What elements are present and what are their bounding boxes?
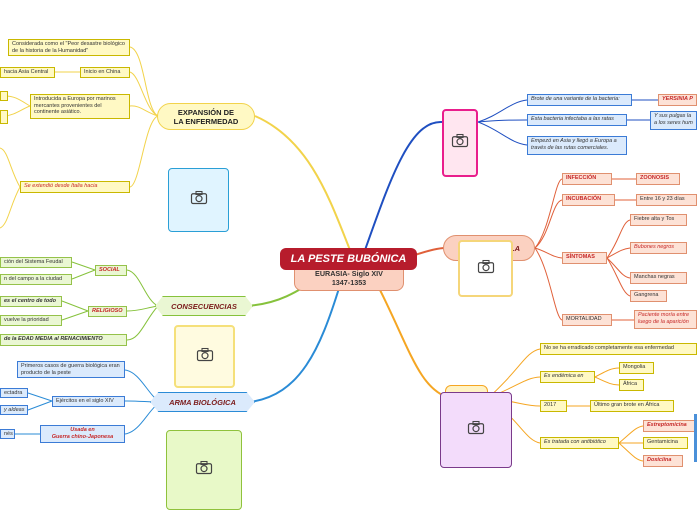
camera-icon <box>451 133 469 153</box>
edad-media-node[interactable]: de la EDAD MEDIA al RENACIMIENTO <box>0 334 127 346</box>
social-item-2[interactable]: n del campo a la ciudad <box>0 274 72 285</box>
usada-line2: Guerra chino-Japonesa <box>51 433 114 440</box>
usada-line1: Usada en <box>70 427 95 433</box>
pulgas-node[interactable]: Y sus pulgas la a los seres hum <box>650 111 697 130</box>
topic-arma-biologica[interactable]: ARMA BIOLÓGICA <box>150 392 255 412</box>
ejercitos-node[interactable]: Ejércitos en el siglo XIV <box>52 396 125 407</box>
ejercitos-item-1[interactable]: ectadra <box>0 388 28 398</box>
camera-icon <box>467 420 485 440</box>
religioso-node[interactable]: RELIGIOSO <box>88 306 127 317</box>
mortalidad-node[interactable]: MORTALIDAD <box>562 314 612 326</box>
stub-node-1[interactable] <box>0 91 8 101</box>
expansion-title-line2: LA ENFERMEDAD <box>173 116 239 126</box>
topic-consecuencias[interactable]: CONSECUENCIAS <box>155 296 253 316</box>
camera-icon <box>477 259 495 279</box>
primeros-node[interactable]: Primeros casos de guerra biológica eran … <box>17 361 125 378</box>
camera-icon <box>190 190 208 210</box>
mongolia-node[interactable]: Mongolia <box>619 362 654 374</box>
center-subtitle: EURASIA- Siglo XIV 1347-1353 <box>294 266 404 291</box>
year-2017-node[interactable]: 2017 <box>540 400 567 412</box>
nes-node[interactable]: nés <box>0 429 15 439</box>
brote-node[interactable]: Brote de una variante de la bacteria: <box>527 94 632 106</box>
image-placeholder-expansion[interactable] <box>168 168 229 232</box>
sintoma-2[interactable]: Bubones negros <box>630 242 687 254</box>
image-placeholder-origen[interactable] <box>442 109 478 177</box>
religioso-item-2[interactable]: vuelve la prioridad <box>0 315 62 326</box>
religioso-item-1[interactable]: es el centro de todo <box>0 296 62 307</box>
hacia-asia-node[interactable]: hacia Asia Central <box>0 67 55 78</box>
image-placeholder-consecuencias[interactable] <box>174 325 235 388</box>
usada-node[interactable]: Usada en Guerra chino-Japonesa <box>40 425 125 443</box>
center-subtitle-line2: 1347-1353 <box>331 277 367 287</box>
introducida-node[interactable]: Introducida a Europa por marinos mercant… <box>30 94 130 119</box>
tratada-node[interactable]: Es tratada con antibiótico <box>540 437 619 449</box>
sintomas-node[interactable]: SÍNTOMAS <box>562 252 607 264</box>
antibiotico-3[interactable]: Doxiciina <box>643 455 683 467</box>
incubacion-node[interactable]: INCUBACIÓN <box>562 194 615 206</box>
endemica-node[interactable]: Es endémica en <box>540 371 595 383</box>
sintoma-3[interactable]: Manchas negras <box>630 272 687 284</box>
erradicado-node[interactable]: No se ha erradicado completamente esa en… <box>540 343 697 355</box>
yersinia-node[interactable]: YERSINIA P <box>658 94 697 106</box>
stub-node-2[interactable] <box>0 110 8 124</box>
image-placeholder-enfermedad[interactable] <box>458 240 513 297</box>
bacteria-node[interactable]: Esta bacteria infectaba a las ratas <box>527 114 627 126</box>
dias-node[interactable]: Entre 16 y 23 días <box>636 194 697 206</box>
sintoma-1[interactable]: Fiebre alta y Tos <box>630 214 687 226</box>
paciente-node[interactable]: Paciente moría entre luego de la aparici… <box>634 310 697 329</box>
bracket-line <box>694 414 697 462</box>
considered-node[interactable]: Considerada como el "Peor desastre bioló… <box>8 39 130 56</box>
image-placeholder-arma[interactable] <box>166 430 242 510</box>
expansion-title-line1: EXPANSIÓN DE <box>177 107 235 117</box>
social-node[interactable]: SOCIAL <box>95 265 127 276</box>
social-item-1[interactable]: ción del Sistema Feudal <box>0 257 72 268</box>
image-placeholder-actualidad[interactable] <box>440 392 512 468</box>
ultimo-brote-node[interactable]: Último gran brote en África <box>590 400 674 412</box>
central-topic[interactable]: LA PESTE BUBÓNICA <box>280 248 417 270</box>
topic-expansion[interactable]: EXPANSIÓN DE LA ENFERMEDAD <box>157 103 255 130</box>
zoonosis-node[interactable]: ZOONOSIS <box>636 173 680 185</box>
antibiotico-1[interactable]: Estreptomicina <box>643 420 697 432</box>
italia-node[interactable]: Se extendió desde Italia hacia <box>20 181 130 193</box>
center-subtitle-line1: EURASIA- Siglo XIV <box>315 269 383 278</box>
camera-icon <box>195 460 213 480</box>
camera-icon <box>196 347 214 367</box>
antibiotico-2[interactable]: Gentamicina <box>643 437 688 449</box>
ejercitos-item-2[interactable]: y aldeas <box>0 405 28 415</box>
sintoma-4[interactable]: Gangrena <box>630 290 667 302</box>
africa-node[interactable]: África <box>619 379 644 391</box>
inicio-node[interactable]: Inicio en China <box>80 67 130 78</box>
infeccion-node[interactable]: INFECCIÓN <box>562 173 612 185</box>
empezo-node[interactable]: Empezó en Asia y llegó a Europa a través… <box>527 136 627 155</box>
